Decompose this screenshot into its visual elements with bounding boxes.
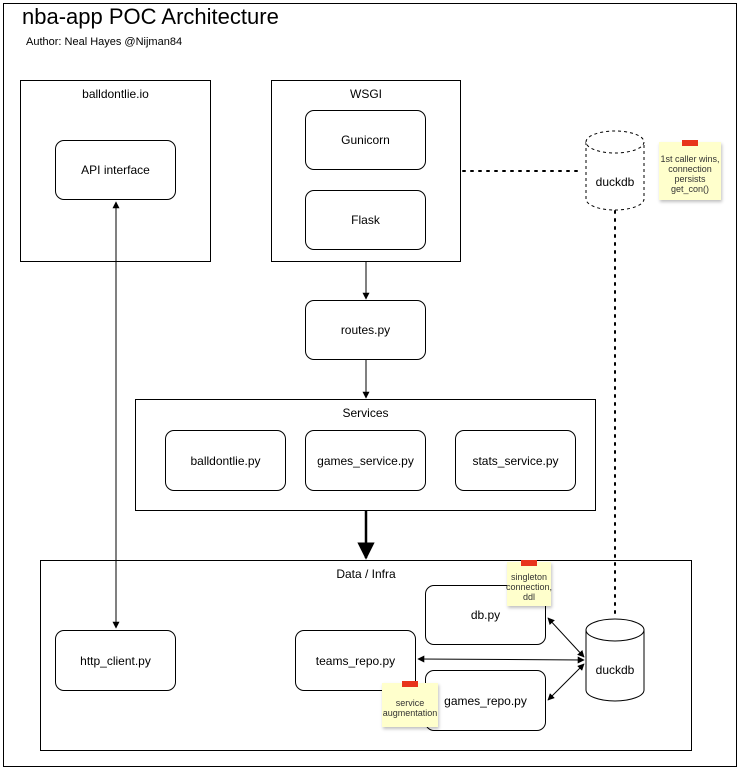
note-pin-icon xyxy=(521,560,537,566)
duckdb-top-label: duckdb xyxy=(595,175,635,189)
flask-node: Flask xyxy=(305,190,426,250)
teams-duckdb-arrow xyxy=(417,655,585,664)
wsgi-title: WSGI xyxy=(350,87,382,101)
augmentation-note-text: service augmentation xyxy=(382,698,438,718)
caller-wins-note: 1st caller wins, connection persists get… xyxy=(659,140,721,200)
db-node: db.py xyxy=(425,585,546,645)
games-service-node: games_service.py xyxy=(305,430,426,491)
routes-node: routes.py xyxy=(305,300,426,360)
api-interface-node: API interface xyxy=(55,140,176,200)
duckdb-top-cylinder xyxy=(585,130,645,211)
diagram-frame xyxy=(3,3,737,767)
author-line: Author: Neal Hayes @Nijman84 xyxy=(26,36,183,48)
balldontlie-title: balldontlie.io xyxy=(82,87,149,101)
stats-service-node: stats_service.py xyxy=(455,430,576,491)
singleton-note-text: singleton connection, ddl xyxy=(505,572,553,602)
gunicorn-node: Gunicorn xyxy=(305,110,426,170)
caller-wins-note-text: 1st caller wins, connection persists get… xyxy=(660,154,720,194)
infra-title: Data / Infra xyxy=(336,567,396,581)
duckdb-infra-cylinder xyxy=(585,618,645,702)
balldontlie-service-node: balldontlie.py xyxy=(165,430,286,491)
db-duckdb-arrow xyxy=(547,617,585,658)
duckdb-infra-label: duckdb xyxy=(595,663,635,677)
services-title: Services xyxy=(342,406,389,420)
teams-repo-node: teams_repo.py xyxy=(295,630,416,691)
note-pin-icon xyxy=(402,681,418,687)
games-repo-node: games_repo.py xyxy=(425,670,546,731)
http-client-node: http_client.py xyxy=(55,630,176,691)
games-duckdb-arrow xyxy=(547,663,585,701)
augmentation-note: service augmentation xyxy=(382,681,438,727)
diagram-title: nba-app POC Architecture xyxy=(22,4,279,29)
singleton-note: singleton connection, ddl xyxy=(505,560,553,606)
note-pin-icon xyxy=(682,140,698,146)
